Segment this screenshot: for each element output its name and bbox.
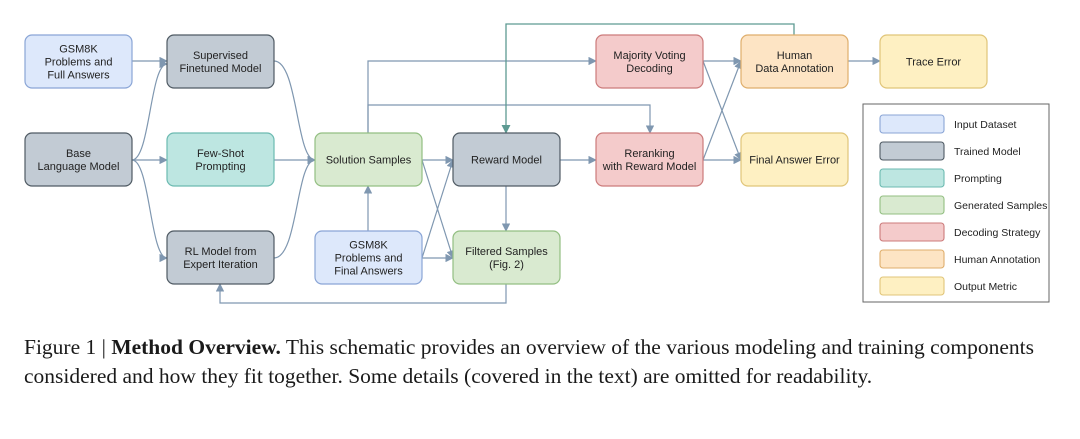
node-label: Finetuned Model — [180, 63, 262, 75]
legend-label: Decoding Strategy — [954, 227, 1041, 239]
node-label: Supervised — [193, 50, 248, 62]
legend-item: Output Metric — [879, 276, 1017, 296]
node-label: Expert Iteration — [183, 259, 258, 271]
node-box — [740, 34, 849, 89]
node-label: Prompting — [195, 161, 245, 173]
legend-swatch — [879, 249, 945, 269]
node-box — [595, 132, 704, 187]
node-box — [595, 34, 704, 89]
legend-item: Trained Model — [879, 141, 1021, 161]
edge-solution-to-reranking — [367, 104, 655, 134]
node-label: Language Model — [38, 161, 120, 173]
caption-text: This schematic provides an overview of t… — [24, 335, 1035, 388]
edge-rl-to-solution — [273, 155, 316, 259]
edge-final-to-reward — [421, 159, 455, 259]
node-label: Full Answers — [47, 70, 110, 82]
node-label: GSM8K — [59, 44, 98, 56]
legend-swatch — [879, 114, 945, 134]
node-label: GSM8K — [349, 240, 388, 252]
node-filtered-samples: Filtered Samples(Fig. 2) — [452, 230, 561, 285]
node-box — [452, 132, 561, 187]
node-box — [166, 34, 275, 89]
node-label: Final Answer Error — [749, 155, 840, 167]
node-box — [879, 34, 988, 89]
edge-reranking-to-human — [702, 60, 743, 161]
figure-caption: Figure 1 | Method Overview. This schemat… — [24, 333, 1060, 391]
edges — [131, 23, 881, 304]
legend-label: Human Annotation — [954, 254, 1041, 266]
edge-solution-to-majority — [367, 56, 597, 133]
node-label: Trace Error — [906, 57, 962, 69]
legend-item: Prompting — [879, 168, 1002, 188]
caption-bold: Method Overview. — [111, 335, 281, 359]
edge-filtered-to-rl — [215, 283, 507, 304]
legend-label: Output Metric — [954, 281, 1017, 293]
node-label: Decoding — [626, 63, 672, 75]
node-box — [452, 230, 561, 285]
edge-human-to-reward — [501, 23, 795, 134]
legend-swatch — [879, 195, 945, 215]
node-solution-samples: Solution Samples — [314, 132, 423, 187]
node-box — [166, 230, 275, 285]
legend-item: Generated Samples — [879, 195, 1047, 215]
legend-swatch — [879, 168, 945, 188]
node-label: Problems and — [45, 57, 113, 69]
node-label: with Reward Model — [602, 161, 697, 173]
legend-label: Trained Model — [954, 146, 1021, 158]
node-trace-error: Trace Error — [879, 34, 988, 89]
node-box — [314, 230, 423, 285]
caption-prefix: Figure 1 | — [24, 335, 112, 359]
node-label: (Fig. 2) — [489, 259, 524, 271]
legend-swatch — [879, 141, 945, 161]
legend-label: Input Dataset — [954, 119, 1017, 131]
node-box — [24, 34, 133, 89]
node-label: Data Annotation — [755, 63, 833, 75]
legend-item: Input Dataset — [879, 114, 1017, 134]
node-box — [314, 132, 423, 187]
node-label: Majority Voting — [613, 50, 685, 62]
legend-swatch — [879, 222, 945, 242]
legend-label: Prompting — [954, 173, 1002, 185]
node-label: RL Model from — [185, 246, 257, 258]
node-label: Reward Model — [471, 155, 542, 167]
node-label: Base — [66, 148, 91, 160]
node-box — [24, 132, 133, 187]
edge-base-to-sft — [131, 59, 168, 161]
legend-item: Decoding Strategy — [879, 222, 1041, 242]
node-label: Filtered Samples — [465, 246, 548, 258]
node-label: Reranking — [624, 148, 674, 160]
legend-swatch — [879, 276, 945, 296]
node-label: Few-Shot — [197, 148, 244, 160]
node-label: Human — [777, 50, 812, 62]
legend-item: Human Annotation — [879, 249, 1041, 269]
node-box — [740, 132, 849, 187]
node-reward-model: Reward Model — [452, 132, 561, 187]
node-final-answer-error: Final Answer Error — [740, 132, 849, 187]
node-label: Final Answers — [334, 266, 403, 278]
edge-base-to-rl — [131, 159, 168, 263]
node-box — [166, 132, 275, 187]
edge-sft-to-solution — [273, 60, 316, 165]
node-label: Problems and — [335, 253, 403, 265]
node-label: Solution Samples — [326, 155, 412, 167]
legend-label: Generated Samples — [954, 200, 1047, 212]
